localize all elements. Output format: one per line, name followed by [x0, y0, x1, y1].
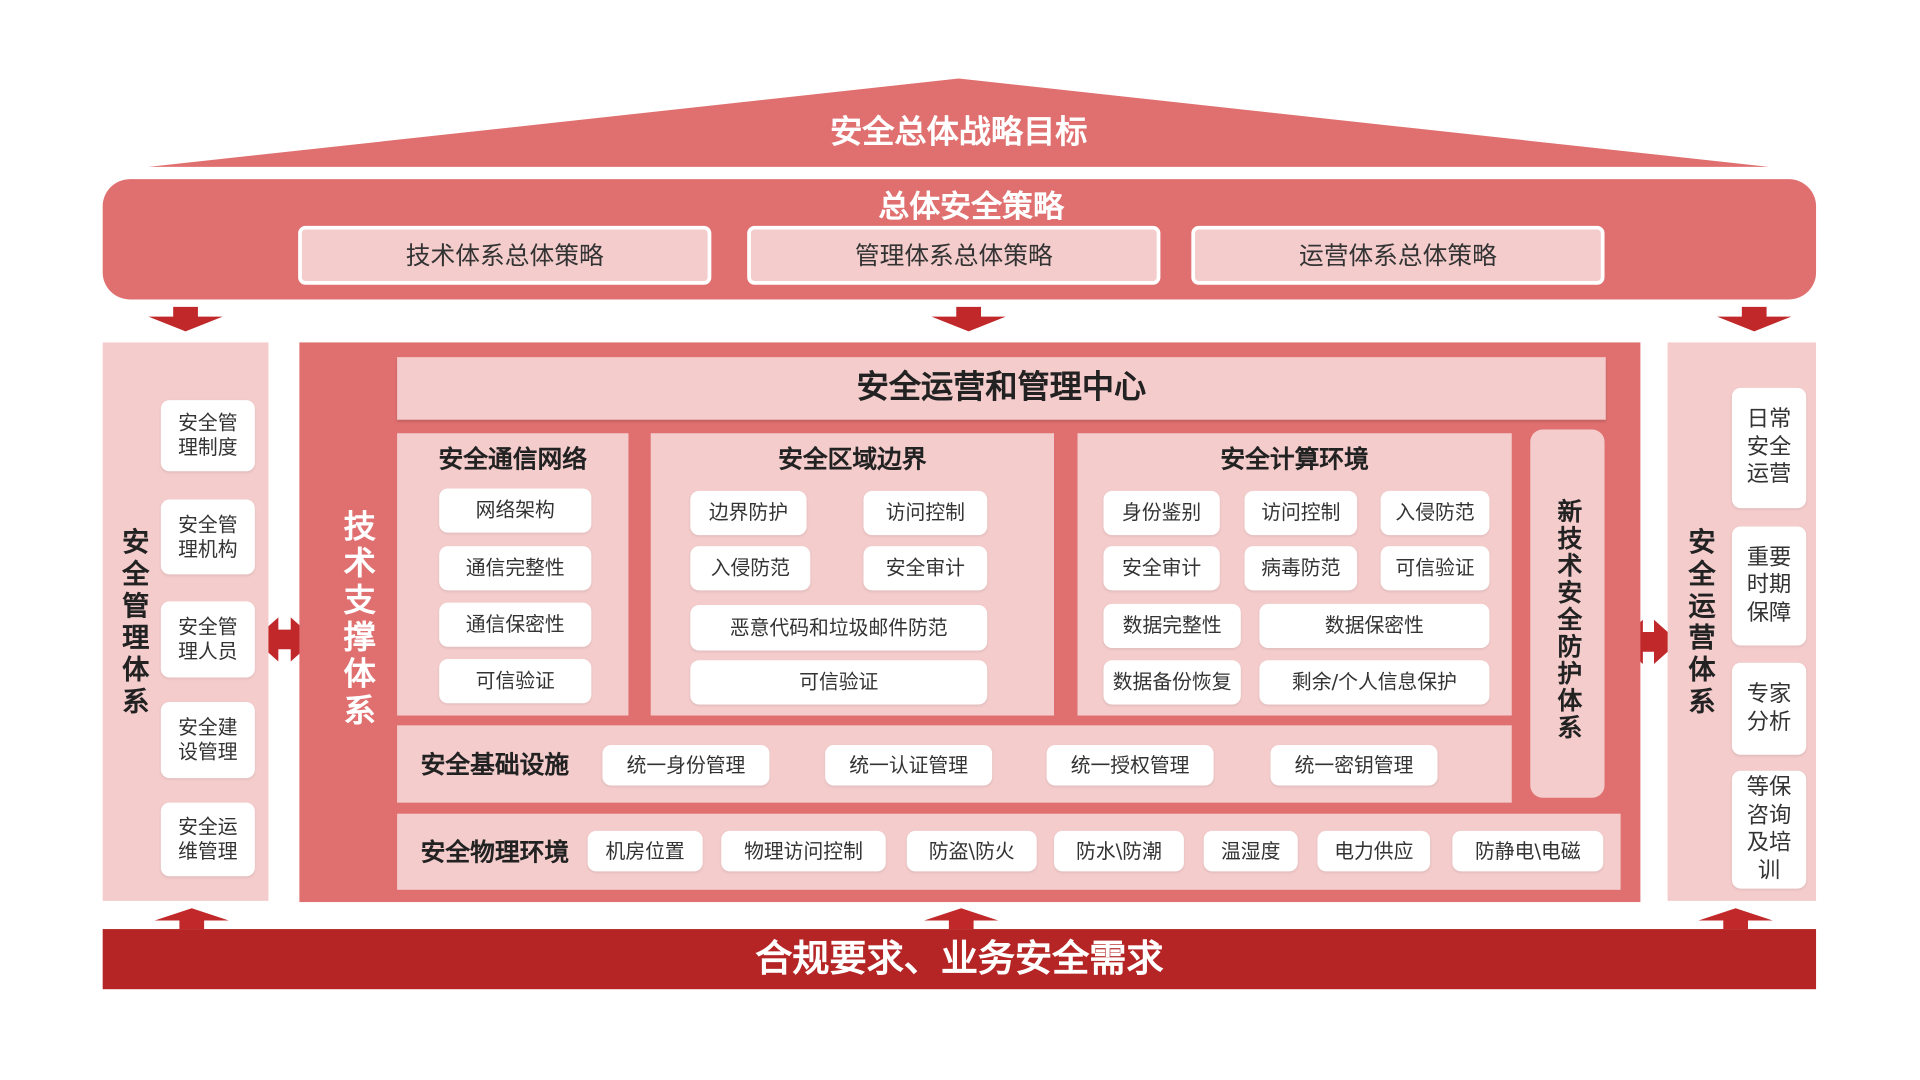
newtech-title: 新技术安全防护体系 [1553, 498, 1583, 742]
boundary-item[interactable]: 访问控制 [863, 490, 988, 536]
infra-item[interactable]: 统一授权管理 [1046, 744, 1214, 786]
infra-item[interactable]: 统一密钥管理 [1270, 744, 1438, 786]
operations-title: 安全运营体系 [1683, 527, 1715, 719]
strategy-item[interactable]: 运营体系总体策略 [1191, 225, 1605, 285]
infra-item[interactable]: 统一身份管理 [602, 744, 770, 786]
physical-item[interactable]: 防静电\电磁 [1452, 830, 1604, 872]
infra-title: 安全基础设施 [420, 749, 570, 779]
boundary-title: 安全区域边界 [778, 443, 927, 474]
computing-item[interactable]: 身份鉴别 [1103, 490, 1220, 536]
physical-item[interactable]: 防盗\防火 [906, 830, 1037, 872]
boundary-item[interactable]: 安全审计 [863, 546, 988, 591]
strategy-item[interactable]: 技术体系总体策略 [298, 225, 712, 285]
down-arrow-center [931, 306, 1006, 332]
management-item[interactable]: 安全建设管理 [160, 702, 255, 779]
operations-item[interactable]: 专家分析 [1731, 662, 1807, 755]
computing-item[interactable]: 安全审计 [1103, 546, 1220, 591]
management-item[interactable]: 安全运维管理 [160, 802, 255, 877]
computing-item[interactable]: 可信验证 [1380, 546, 1490, 591]
up-arrow-right [1698, 908, 1773, 930]
physical-item[interactable]: 机房位置 [587, 830, 703, 872]
computing-item[interactable]: 剩余/个人信息保护 [1259, 660, 1490, 705]
computing-item[interactable]: 访问控制 [1244, 490, 1358, 536]
strategy-item[interactable]: 管理体系总体策略 [747, 225, 1161, 285]
roof-triangle [148, 78, 1770, 167]
computing-item[interactable]: 入侵防范 [1380, 490, 1490, 536]
newtech-column [1530, 429, 1605, 798]
computing-item[interactable]: 数据保密性 [1259, 603, 1490, 649]
physical-item[interactable]: 防水\防潮 [1054, 830, 1184, 872]
physical-item[interactable]: 温湿度 [1203, 830, 1298, 872]
ops-center[interactable]: 安全运营和管理中心 [397, 357, 1606, 420]
computing-title: 安全计算环境 [1220, 443, 1369, 474]
network-item[interactable]: 通信完整性 [439, 546, 592, 591]
physical-item[interactable]: 物理访问控制 [721, 830, 886, 872]
operations-item[interactable]: 日常安全运营 [1731, 387, 1807, 509]
down-arrow-left [148, 306, 223, 332]
boundary-item[interactable]: 入侵防范 [690, 546, 811, 591]
foundation-bar: 合规要求、业务安全需求 [102, 929, 1817, 990]
network-item[interactable]: 可信验证 [439, 659, 592, 704]
boundary-item[interactable]: 可信验证 [690, 660, 988, 705]
management-item[interactable]: 安全管理人员 [160, 601, 255, 678]
computing-item[interactable]: 数据完整性 [1103, 603, 1241, 649]
boundary-item[interactable]: 恶意代码和垃圾邮件防范 [690, 605, 988, 651]
boundary-item[interactable]: 边界防护 [690, 490, 807, 536]
management-item[interactable]: 安全管理机构 [160, 499, 255, 575]
up-arrow-center [924, 908, 999, 930]
infra-item[interactable]: 统一认证管理 [825, 744, 993, 786]
computing-item[interactable]: 数据备份恢复 [1103, 660, 1241, 705]
management-title: 安全管理体系 [117, 527, 149, 719]
up-arrow-left [154, 908, 229, 930]
down-arrow-right [1717, 306, 1792, 332]
operations-item[interactable]: 重要时期保障 [1731, 526, 1807, 646]
management-item[interactable]: 安全管理制度 [160, 400, 255, 472]
network-title: 安全通信网络 [438, 443, 588, 474]
strategy-title: 总体安全策略 [878, 189, 1064, 226]
network-item[interactable]: 网络架构 [439, 488, 592, 533]
physical-title: 安全物理环境 [420, 836, 570, 866]
physical-item[interactable]: 电力供应 [1317, 830, 1431, 872]
operations-item[interactable]: 等保咨询及培训 [1731, 770, 1807, 889]
tech-title: 技术支撑体系 [338, 509, 376, 731]
network-item[interactable]: 通信保密性 [439, 602, 592, 647]
computing-item[interactable]: 病毒防范 [1244, 546, 1358, 591]
roof-title: 安全总体战略目标 [830, 113, 1088, 151]
